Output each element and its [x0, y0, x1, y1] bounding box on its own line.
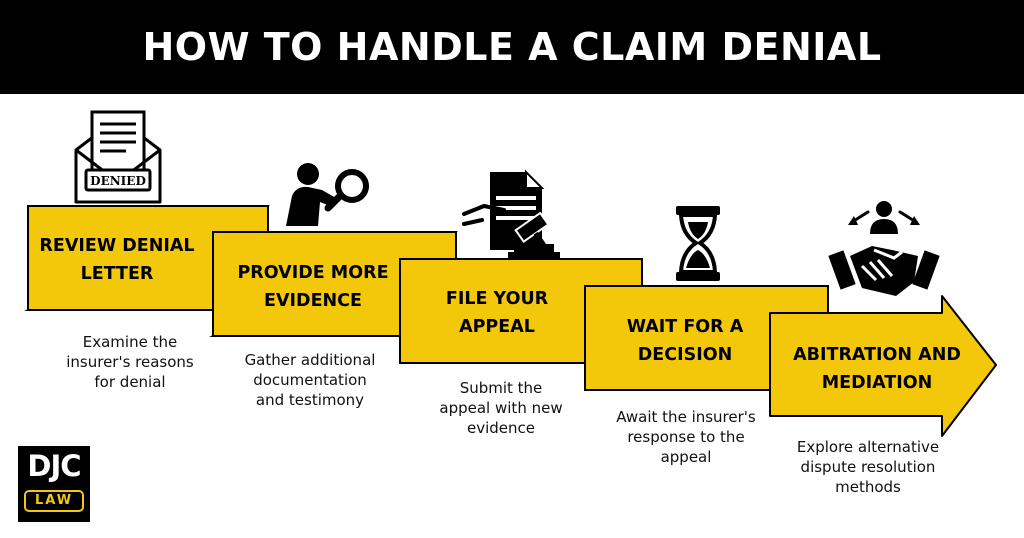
step-4-title-line-2: DECISION	[637, 345, 733, 365]
hourglass-icon	[676, 206, 720, 281]
denied-stamp-label: DENIED	[90, 174, 146, 188]
page-title: HOW TO HANDLE A CLAIM DENIAL	[142, 25, 882, 69]
step-2-description: Gather additional documentation and test…	[220, 350, 400, 410]
step-1-title-line-2: LETTER	[80, 264, 154, 284]
step-5-description: Explore alternative dispute resolution m…	[776, 437, 960, 497]
step-1-title-line-1: REVIEW DENIAL	[39, 236, 195, 256]
step-2-desc-line-2: documentation	[253, 371, 367, 389]
step-2-title-line-2: EVIDENCE	[264, 291, 362, 311]
step-3-title-line-1: FILE YOUR	[445, 289, 549, 309]
gavel-document-icon	[462, 169, 560, 258]
step-4-desc-line-1: Await the insurer's	[616, 408, 756, 426]
step-5-title-line-2: MEDIATION	[821, 373, 933, 393]
flow-shapes	[24, 205, 997, 437]
step-1-desc-line-3: for denial	[94, 373, 166, 391]
step-4-title: WAIT FOR A DECISION	[587, 313, 783, 369]
step-3-desc-line-2: appeal with new	[439, 399, 563, 417]
step-5-title-line-1: ABITRATION AND	[793, 345, 961, 365]
envelope-denied-icon: DENIED	[74, 110, 162, 204]
step-4-desc-line-2: response to the	[627, 428, 745, 446]
step-4-desc-line-3: appeal	[660, 448, 712, 466]
step-2-desc-line-1: Gather additional	[244, 351, 376, 369]
step-5-desc-line-1: Explore alternative	[796, 438, 940, 456]
logo-top-text: DJC	[27, 449, 81, 483]
step-3-title: FILE YOUR APPEAL	[402, 285, 592, 341]
title-banner: HOW TO HANDLE A CLAIM DENIAL	[0, 0, 1024, 94]
step-2-desc-line-3: and testimony	[255, 391, 365, 409]
step-2-title: PROVIDE MORE EVIDENCE	[215, 259, 411, 315]
step-1-description: Examine the insurer's reasons for denial	[40, 332, 220, 392]
handshake-mediator-icon	[828, 201, 940, 296]
step-2-title-line-1: PROVIDE MORE	[237, 263, 389, 283]
step-4-title-line-1: WAIT FOR A	[626, 317, 744, 337]
step-1-desc-line-1: Examine the	[82, 333, 178, 351]
magnifier-person-icon	[286, 163, 369, 226]
step-3-title-line-2: APPEAL	[459, 317, 535, 337]
step-1-desc-line-2: insurer's reasons	[66, 353, 194, 371]
step-4-description: Await the insurer's response to the appe…	[594, 407, 778, 467]
step-3-desc-line-1: Submit the	[459, 379, 543, 397]
step-5-arrow	[769, 295, 997, 437]
step-5-desc-line-3: methods	[835, 478, 901, 496]
djc-law-logo: DJC LAW	[18, 446, 90, 522]
step-3-description: Submit the appeal with new evidence	[412, 378, 590, 438]
step-5-desc-line-2: dispute resolution	[800, 458, 936, 476]
step-1-title: REVIEW DENIAL LETTER	[28, 232, 206, 288]
step-5-title: ABITRATION AND MEDIATION	[772, 341, 982, 397]
logo-bottom-text: LAW	[24, 490, 84, 512]
step-3-desc-line-3: evidence	[466, 419, 535, 437]
